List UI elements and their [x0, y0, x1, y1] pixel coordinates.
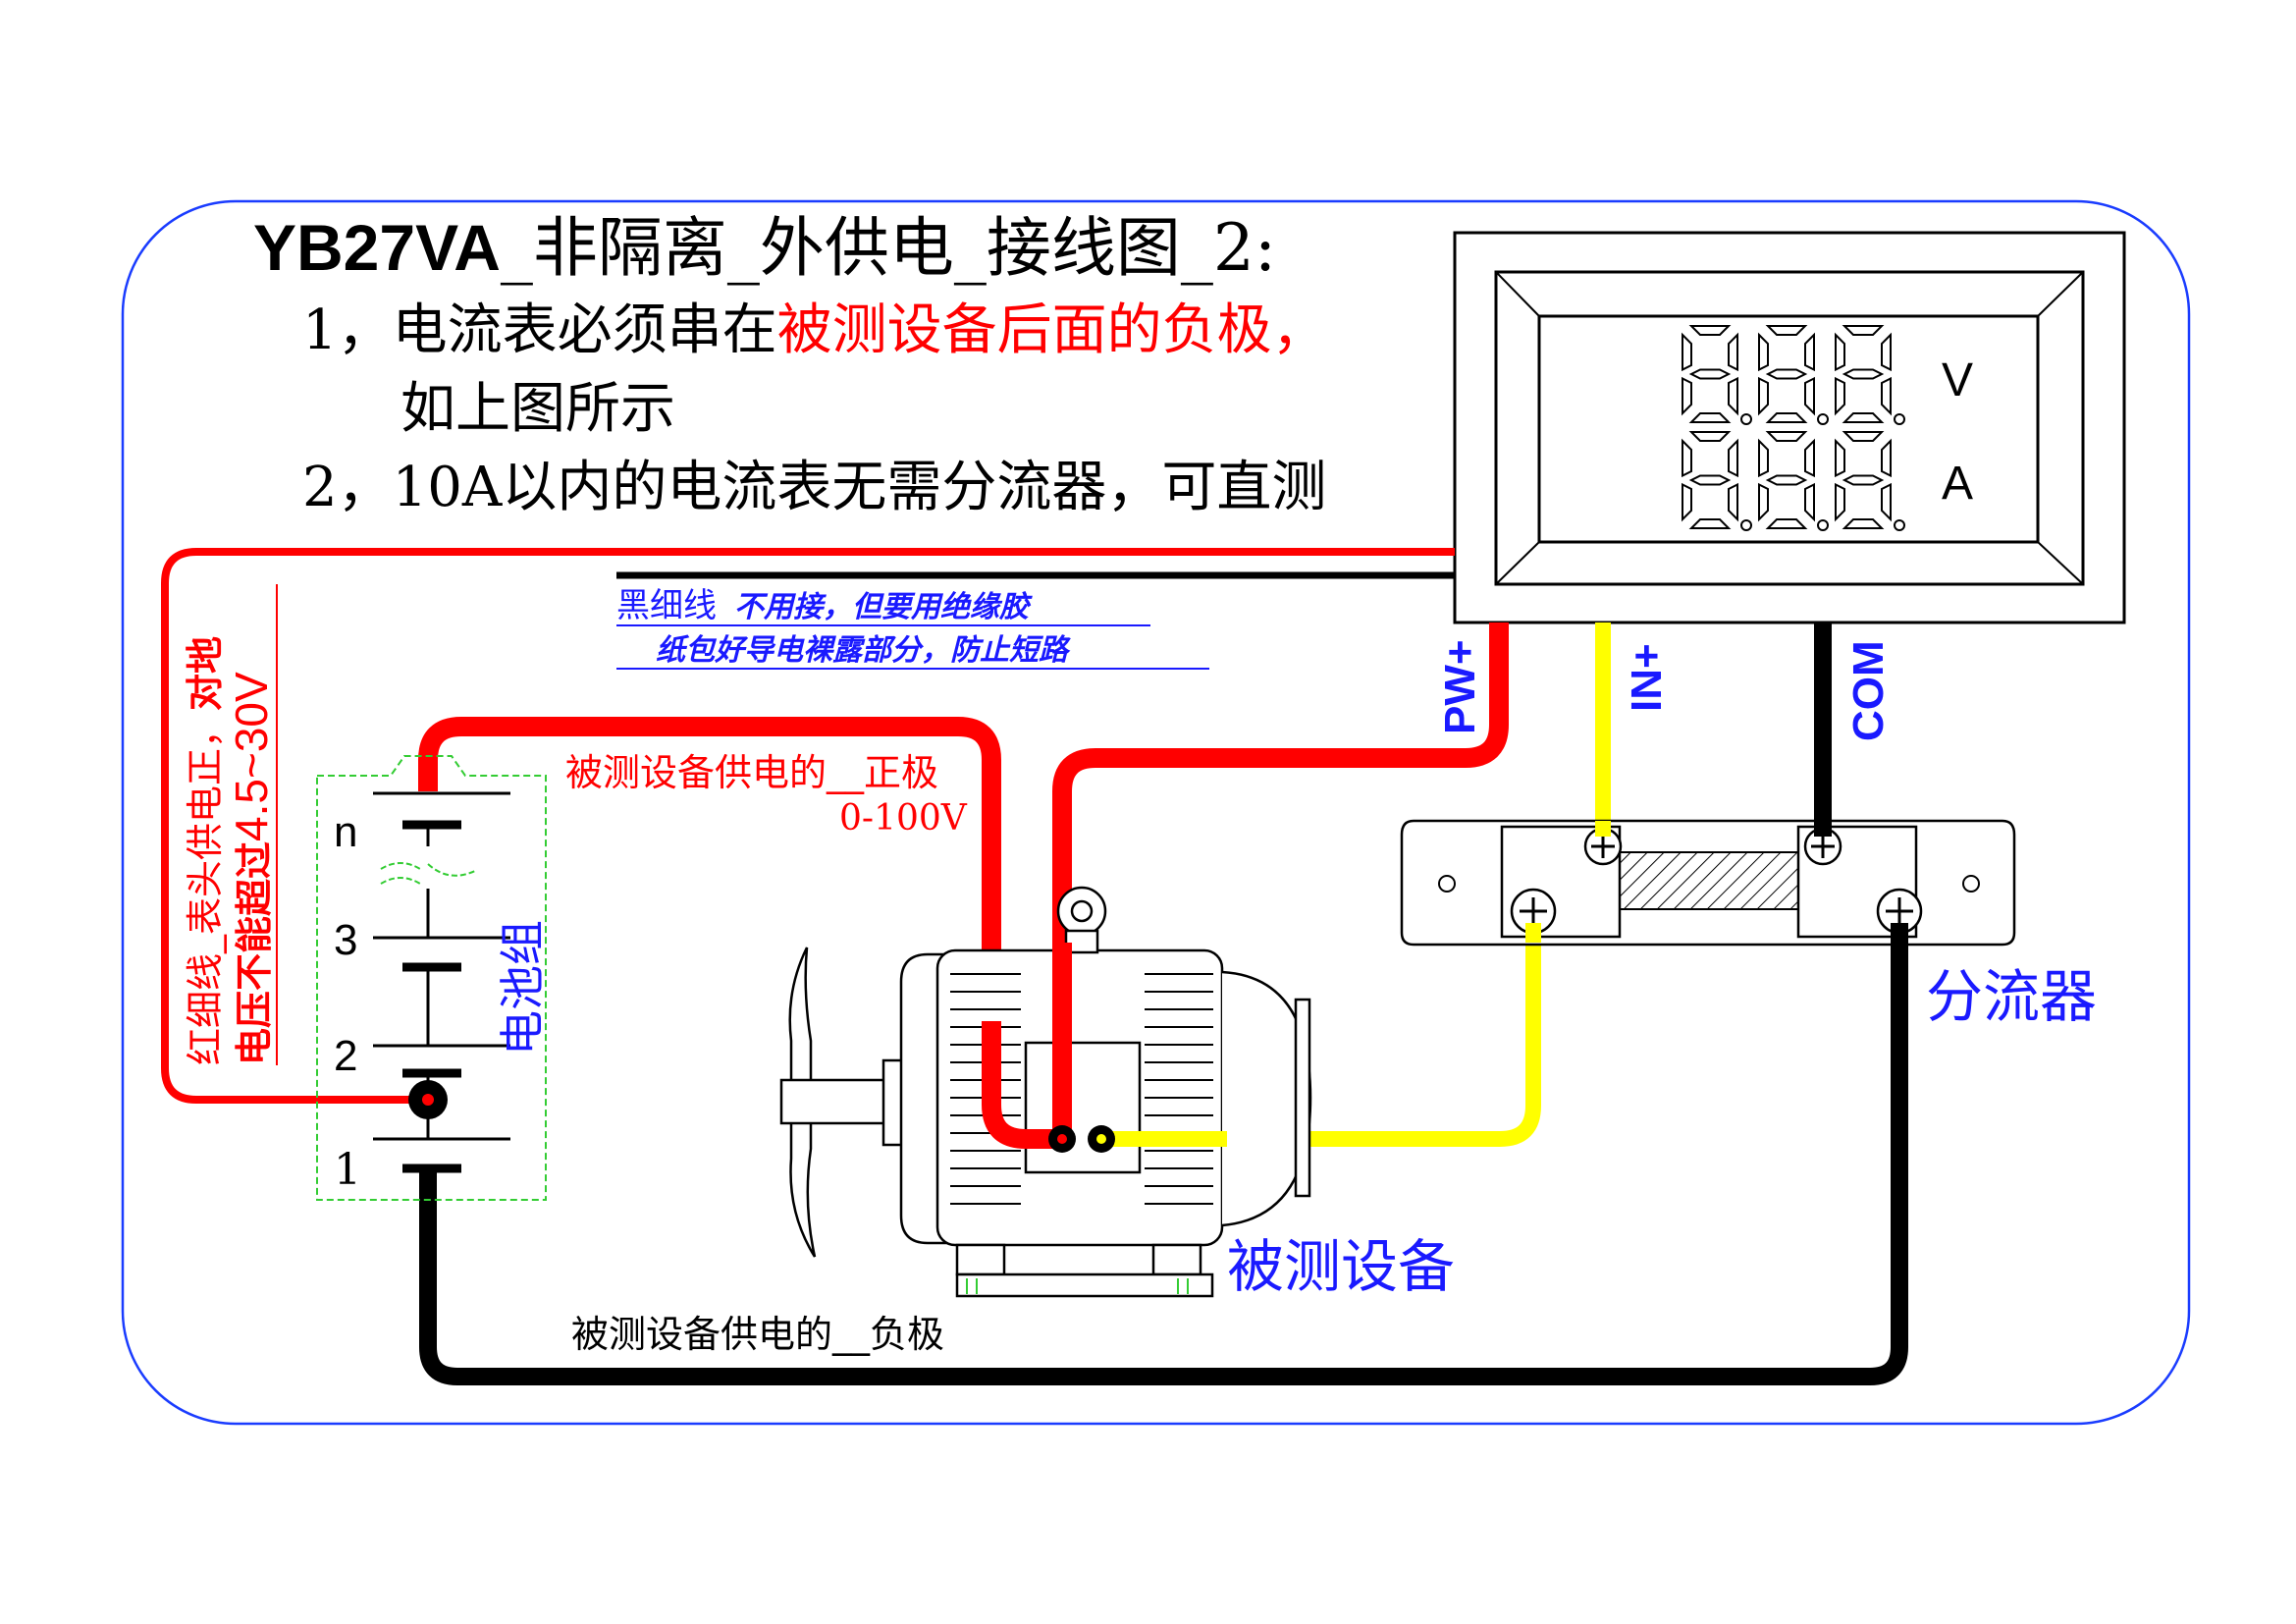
red-thin-wire	[161, 548, 1455, 1104]
cell-3-label: 3	[334, 916, 357, 964]
load-yellow-wire	[1101, 911, 1541, 1147]
shunt-label: 分流器	[1926, 963, 2097, 1030]
note-line-2: 如上图所示	[400, 377, 675, 441]
cell-n-label: n	[334, 808, 357, 856]
shunt-screw-load	[1510, 888, 1557, 935]
terminal-com-label: COM	[1844, 640, 1893, 741]
red-wire-note-line-2: 电压不能超过4.5~30V	[226, 672, 277, 1065]
outer-frame	[121, 199, 2191, 1426]
terminal-pw-label: PW+	[1436, 639, 1484, 734]
cell-2-label: 2	[334, 1032, 357, 1080]
terminal-in-label: IN+	[1623, 643, 1671, 712]
note-line-1: 1，电流表必须串在被测设备后面的负极，	[302, 298, 1327, 362]
battery-label: 电池组	[496, 920, 549, 1056]
shunt-screw-com	[1803, 827, 1842, 866]
black-wire-note-line-1: 黑细线不用接，但要用绝缘胶	[616, 586, 1033, 625]
unit-amp: A	[1942, 458, 1973, 510]
battery-pack: n 3 2 1 电池组	[316, 755, 549, 1201]
seven-segment-digit	[1758, 325, 1829, 425]
diagram-title: YB27VA_非隔离_外供电_接线图_2:	[253, 210, 1276, 286]
shunt	[1400, 819, 2016, 947]
red-wire-note-line-1: 红细线_表头供电正，对地	[184, 636, 227, 1065]
seven-segment-digit	[1682, 431, 1752, 531]
seven-segment-digit	[1758, 431, 1829, 531]
seven-segment-digit	[1835, 431, 1905, 531]
panel-meter: V A	[1453, 231, 2126, 624]
black-wire-note-line-2: 纸包好导电裸露部分，防止短路	[656, 633, 1071, 668]
cell-1-label: 1	[334, 1145, 361, 1195]
negative-black-wire	[419, 911, 1908, 1385]
positive-supply-label: 被测设备供电的__正极	[565, 751, 938, 794]
unit-volt: V	[1942, 354, 1973, 406]
voltage-display	[1682, 325, 1905, 425]
current-display	[1682, 431, 1905, 531]
negative-supply-label: 被测设备供电的__负极	[571, 1313, 944, 1356]
seven-segment-digit	[1835, 325, 1905, 425]
seven-segment-digit	[1682, 325, 1752, 425]
note-line-3: 2，10A以内的电流表无需分流器，可直测	[302, 456, 1326, 519]
device-label: 被测设备	[1227, 1233, 1455, 1300]
motor-device	[779, 886, 1312, 1298]
positive-voltage-label: 0-100V	[839, 798, 968, 839]
pw-red-wire	[1052, 623, 1509, 1139]
